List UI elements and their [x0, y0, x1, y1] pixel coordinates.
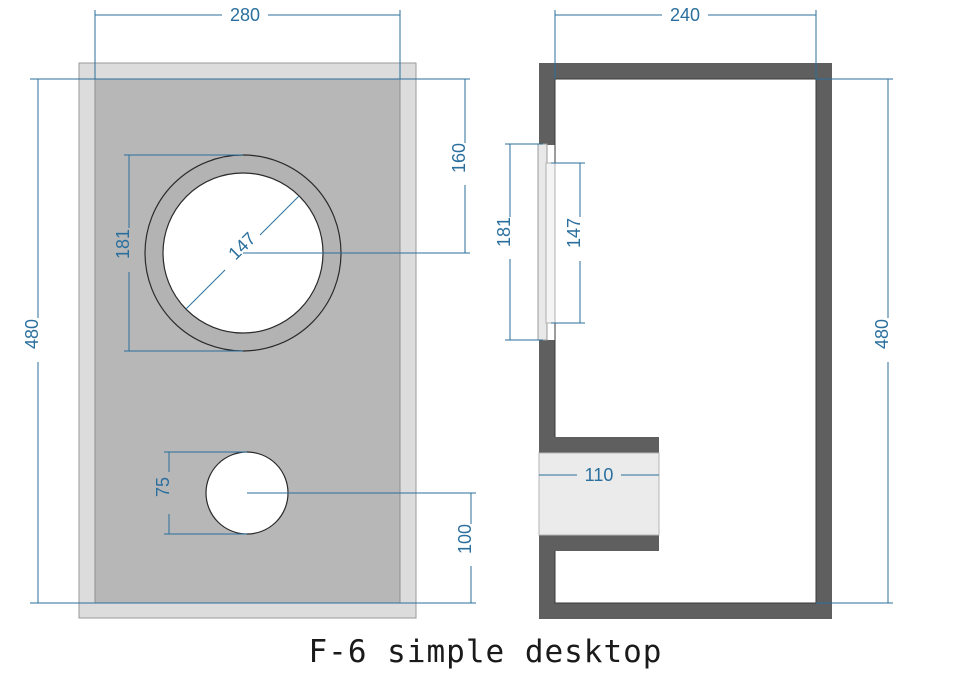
side-port-tube	[538, 452, 660, 536]
side-back-wall	[816, 63, 832, 619]
front-width-label: 280	[230, 5, 260, 25]
side-woofer-cutout-label: 147	[564, 218, 584, 248]
side-front-wall-middle	[539, 340, 555, 453]
side-woofer-cutout	[545, 162, 556, 324]
front-woofer-center-label: 160	[449, 143, 469, 173]
side-height-label: 480	[872, 319, 892, 349]
side-woofer-outer-label: 181	[494, 217, 514, 247]
side-front-wall-upper	[539, 63, 555, 145]
front-view	[78, 62, 417, 619]
side-port-length-label: 110	[585, 465, 614, 485]
side-top-wall	[539, 63, 832, 79]
side-dimensions: 240 480 181 147 110	[494, 5, 893, 604]
front-port-center-label: 100	[455, 524, 475, 554]
side-port-wall-bottom	[539, 535, 659, 551]
front-woofer-outer-label: 181	[113, 229, 133, 259]
side-front-wall-lower	[539, 535, 555, 619]
side-bottom-wall	[539, 603, 832, 619]
side-view	[537, 63, 832, 619]
front-height-label: 480	[22, 319, 42, 349]
side-depth-label: 240	[670, 5, 700, 25]
drawing-caption: F-6 simple desktop	[308, 634, 663, 670]
front-port-label: 75	[153, 477, 173, 497]
side-port-wall-top	[539, 437, 659, 453]
